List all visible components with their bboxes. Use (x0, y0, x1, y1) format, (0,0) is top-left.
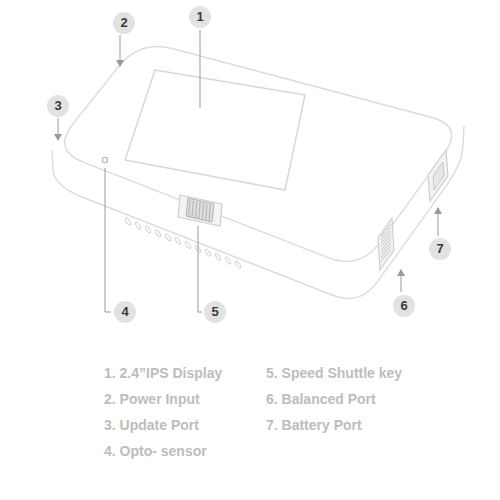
device-body (52, 47, 464, 299)
legend-text: 7. Battery Port (266, 416, 362, 434)
callout-number: 5 (204, 301, 226, 323)
shuttle-key (178, 195, 222, 226)
callout-number: 7 (429, 238, 451, 260)
vent-slots (124, 217, 241, 268)
callout-number: 3 (47, 95, 69, 117)
battery-port (428, 150, 448, 201)
legend-text: 6. Balanced Port (266, 390, 376, 408)
legend-text: 3. Update Port (104, 416, 199, 434)
callout-number: 1 (189, 6, 211, 28)
legend-text: 1. 2.4”IPS Display (104, 364, 222, 382)
display-outline (125, 70, 305, 190)
opto-sensor (102, 157, 107, 162)
legend-text: 5. Speed Shuttle key (266, 364, 402, 382)
callout-number: 2 (113, 12, 135, 34)
legend-text: 4. Opto- sensor (104, 442, 207, 460)
callout-number: 6 (393, 295, 415, 317)
callout-number: 4 (114, 301, 136, 323)
balanced-port (378, 218, 394, 270)
legend-text: 2. Power Input (104, 390, 200, 408)
leader-lines (58, 30, 438, 312)
